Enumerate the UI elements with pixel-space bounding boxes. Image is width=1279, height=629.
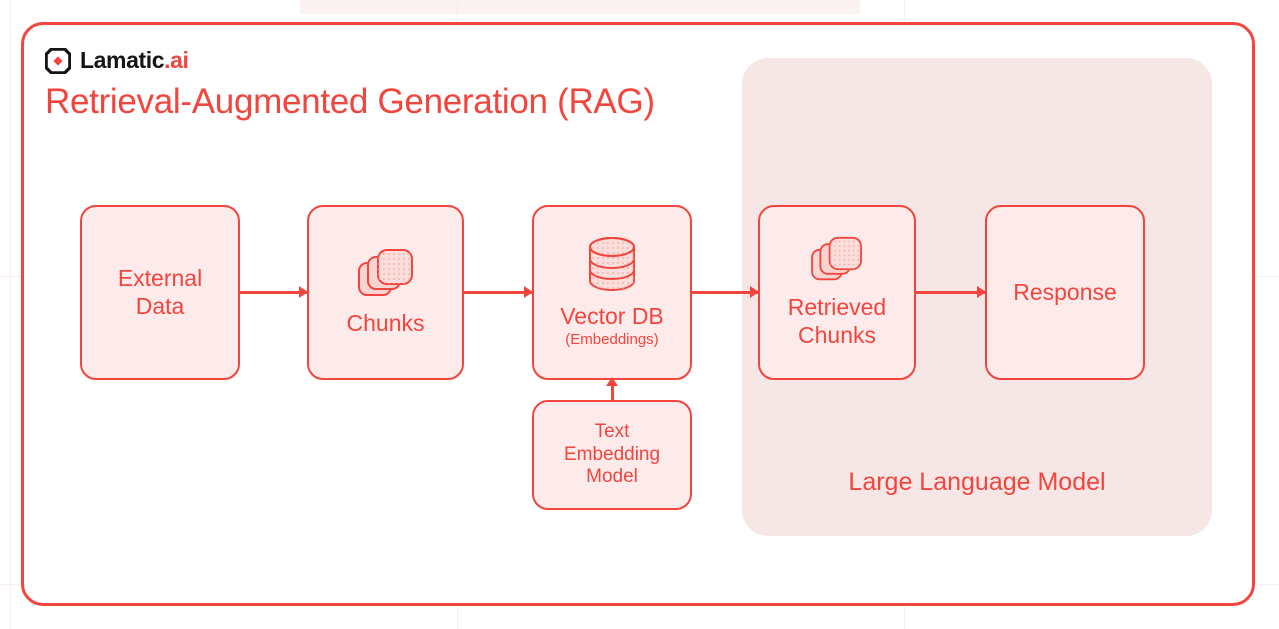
arrow-retrieved-chunks-to-response <box>916 291 985 294</box>
node-sublabel: (Embeddings) <box>565 331 659 349</box>
background-grid-wash <box>300 0 860 14</box>
brand-name-suffix: .ai <box>164 47 189 73</box>
node-text-embedding-model[interactable]: Text Embedding Model <box>532 400 692 510</box>
node-label: Chunks <box>346 310 425 337</box>
lamatic-diamond-logo-icon <box>45 47 71 74</box>
node-response[interactable]: Response <box>985 205 1145 380</box>
node-external-data[interactable]: External Data <box>80 205 240 380</box>
arrow-embedding-model-to-vector-db <box>611 378 614 402</box>
brand-lockup: Lamatic.ai <box>45 47 189 74</box>
node-label: Retrieved Chunks <box>787 294 887 348</box>
node-chunks[interactable]: Chunks <box>307 205 464 380</box>
brand-name-main: Lamatic <box>80 47 165 73</box>
node-vector-db[interactable]: Vector DB (Embeddings) <box>532 205 692 380</box>
page-title: Retrieval-Augmented Generation (RAG) <box>45 82 655 121</box>
arrow-chunks-to-vector-db <box>464 291 532 294</box>
node-label: External Data <box>117 264 203 319</box>
node-label: Response <box>1013 278 1117 305</box>
stacked-cards-icon <box>810 235 864 288</box>
brand-name: Lamatic.ai <box>80 47 189 74</box>
node-label: Vector DB <box>560 302 664 329</box>
stacked-cards-icon <box>357 247 415 304</box>
node-retrieved-chunks[interactable]: Retrieved Chunks <box>758 205 916 380</box>
node-label: Text Embedding Model <box>563 420 661 488</box>
arrow-external-data-to-chunks <box>240 291 307 294</box>
arrow-vector-db-to-retrieved-chunks <box>692 291 758 294</box>
database-cylinder-icon <box>586 236 638 297</box>
llm-group-label: Large Language Model <box>848 468 1106 496</box>
